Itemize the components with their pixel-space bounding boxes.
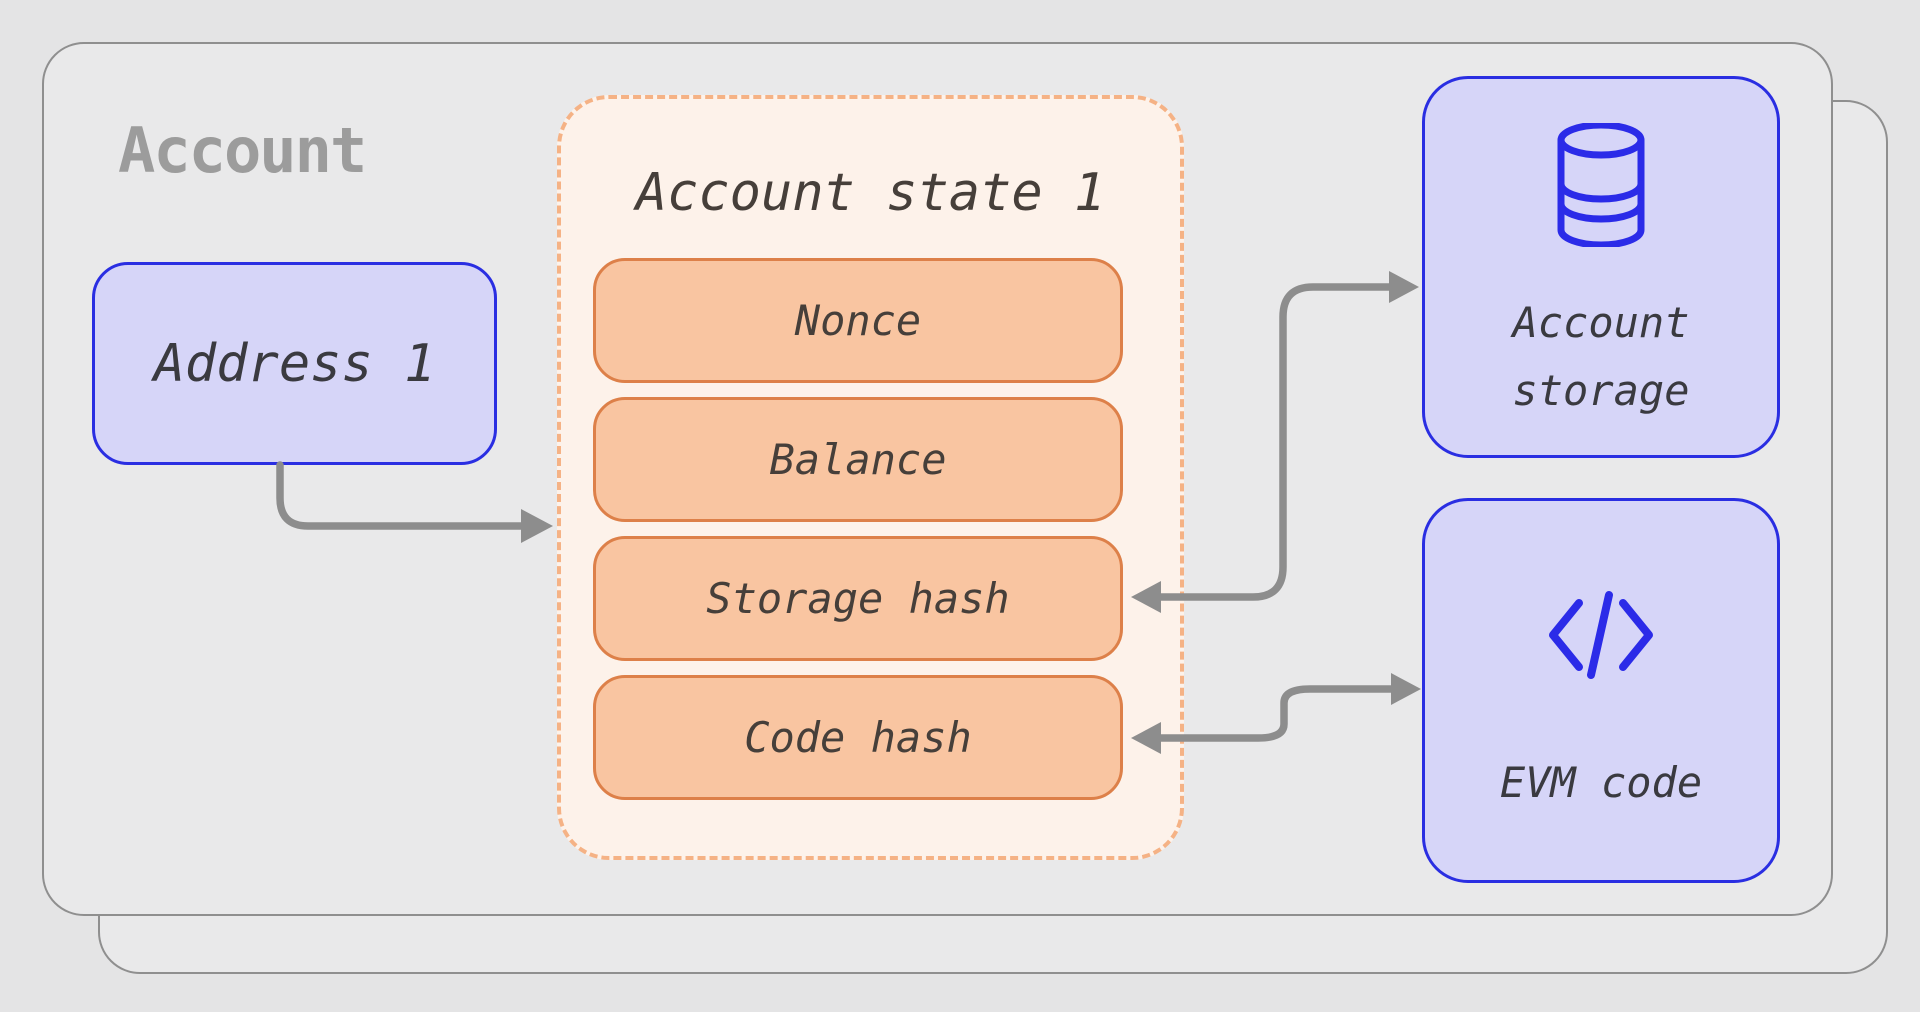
account-card-title: Account (118, 114, 367, 187)
account-storage-label-line2: storage (1512, 366, 1690, 415)
database-icon (1557, 123, 1645, 247)
code-icon (1549, 591, 1653, 679)
state-row-label: Balance (769, 435, 947, 484)
state-row-label: Code hash (744, 713, 972, 762)
evm-code-label: EVM code (1499, 758, 1703, 807)
state-row-storage-hash: Storage hash (593, 536, 1123, 661)
state-row-label: Storage hash (706, 574, 1010, 623)
account-storage-label-line1: Account (1512, 298, 1690, 347)
account-state-container: Account state 1 Nonce Balance Storage ha… (557, 95, 1184, 860)
account-state-title: Account state 1 (635, 163, 1106, 223)
state-row-nonce: Nonce (593, 258, 1123, 383)
account-storage-label: Account storage (1512, 289, 1689, 425)
address-box: Address 1 (92, 262, 497, 465)
address-box-label: Address 1 (153, 333, 436, 394)
account-storage-box: Account storage (1422, 76, 1780, 458)
evm-code-box: EVM code (1422, 498, 1780, 883)
state-row-code-hash: Code hash (593, 675, 1123, 800)
state-row-label: Nonce (794, 296, 922, 345)
state-row-balance: Balance (593, 397, 1123, 522)
